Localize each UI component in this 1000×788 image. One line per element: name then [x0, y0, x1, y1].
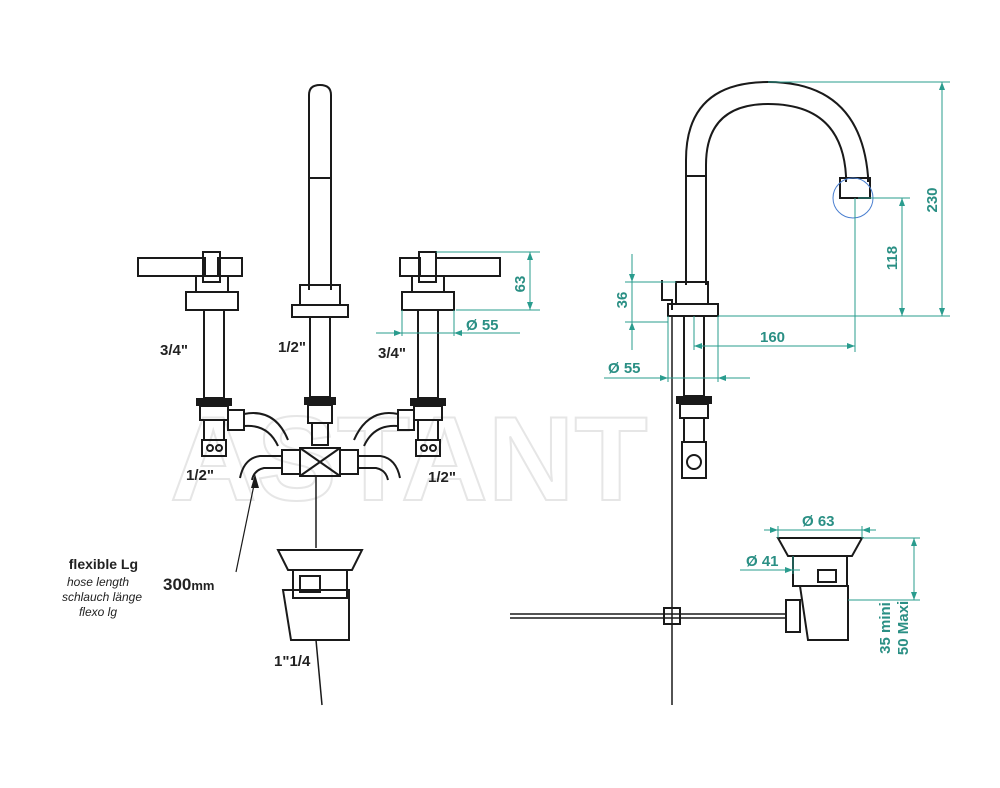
left-valve — [137, 251, 289, 457]
dim-drain-max-text: 50 Maxi — [895, 601, 912, 655]
dim-reach: 160 — [693, 198, 856, 352]
dim-drain-top-text: Ø 63 — [802, 513, 835, 530]
dim-drain-height: 35 mini 50 Maxi — [848, 538, 920, 655]
dim-total-height-text: 230 — [924, 187, 941, 212]
hose-note-title: flexible Lg — [69, 556, 138, 572]
spout-side — [661, 80, 874, 705]
spout-front — [291, 83, 349, 446]
left-inlet-label: 3/4" — [160, 342, 188, 359]
dim-handle-height: 63 — [436, 251, 540, 311]
waste-size-label: 1"1/4 — [274, 653, 311, 670]
dim-flange-diameter: Ø 55 — [376, 310, 520, 336]
dim-spout-height: 118 — [718, 197, 950, 317]
dim-spout-height-text: 118 — [884, 246, 901, 270]
leader-arrowhead — [251, 474, 259, 488]
tee-connector — [239, 447, 401, 510]
dim-drain-text: Ø 41 — [746, 553, 779, 570]
drain-front — [276, 510, 364, 706]
dim-side-36: 36 — [614, 254, 676, 350]
hose-leader — [235, 479, 256, 573]
hose-note-en: hose length — [67, 575, 129, 589]
right-valve — [353, 251, 501, 457]
hose-length-value: 300mm — [163, 575, 215, 594]
dim-drain-top: Ø 63 — [764, 513, 920, 539]
watermark: ASTANT — [170, 392, 648, 526]
dim-side-diameter-text: Ø 55 — [608, 360, 641, 377]
right-inlet-label: 3/4" — [378, 345, 406, 362]
left-bottom-label: 1/2" — [186, 467, 214, 484]
side-view: 36 Ø 55 160 118 — [510, 80, 950, 705]
front-view: 3/4" 1/2" 3/4" 1/2" 1/2" 1"1/4 300mm fle… — [62, 83, 540, 706]
hose-note-fr: flexo lg — [79, 605, 117, 619]
dim-side-36-text: 36 — [614, 292, 631, 309]
drain-side — [510, 537, 864, 641]
dim-drain-min-text: 35 mini — [877, 602, 894, 654]
dim-handle-height-text: 63 — [512, 276, 529, 293]
dim-side-diameter: Ø 55 — [604, 316, 750, 382]
hose-note-de: schlauch länge — [62, 590, 142, 604]
dim-flange-diameter-text: Ø 55 — [466, 317, 499, 334]
dim-drain: Ø 41 — [740, 553, 800, 574]
center-inlet-label: 1/2" — [278, 339, 306, 356]
right-bottom-label: 1/2" — [428, 469, 456, 486]
dim-total-height: 230 — [768, 81, 950, 316]
dim-reach-text: 160 — [760, 329, 785, 346]
